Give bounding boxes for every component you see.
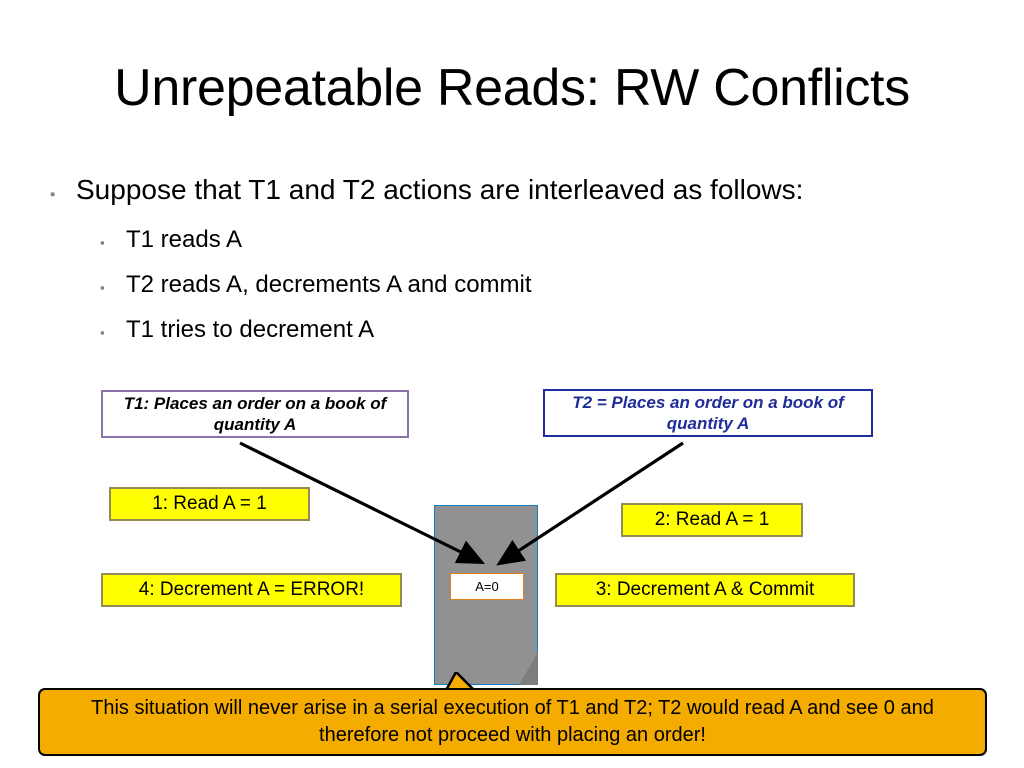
bullet-text: T1 reads A xyxy=(126,226,243,253)
step-box-3: 3: Decrement A & Commit xyxy=(555,573,855,607)
step-box-4: 4: Decrement A = ERROR! xyxy=(101,573,402,607)
callout-note: This situation will never arise in a ser… xyxy=(38,688,987,756)
transaction-t1-box: T1: Places an order on a book of quantit… xyxy=(101,390,409,438)
transaction-t2-box: T2 = Places an order on a book of quanti… xyxy=(543,389,873,437)
bullet-level2-1: ▪ T1 reads A xyxy=(100,226,242,254)
page-title: Unrepeatable Reads: RW Conflicts xyxy=(114,59,910,117)
bullet-marker-icon: ▪ xyxy=(100,325,105,340)
step-box-1: 1: Read A = 1 xyxy=(109,487,310,521)
bullet-level2-2: ▪ T2 reads A, decrements A and commit xyxy=(100,271,532,299)
bullet-text: T1 tries to decrement A xyxy=(126,316,375,343)
bullet-marker-icon: ▪ xyxy=(100,235,105,250)
bullet-marker-icon: ▪ xyxy=(50,186,56,203)
data-value-box: A=0 xyxy=(450,573,524,600)
bullet-level2-3: ▪ T1 tries to decrement A xyxy=(100,316,374,344)
bullet-text: T2 reads A, decrements A and commit xyxy=(126,271,532,298)
bullet-level1-1: ▪ Suppose that T1 and T2 actions are int… xyxy=(50,174,803,206)
step-box-2: 2: Read A = 1 xyxy=(621,503,803,537)
bullet-text: Suppose that T1 and T2 actions are inter… xyxy=(76,174,804,205)
bullet-marker-icon: ▪ xyxy=(100,280,105,295)
